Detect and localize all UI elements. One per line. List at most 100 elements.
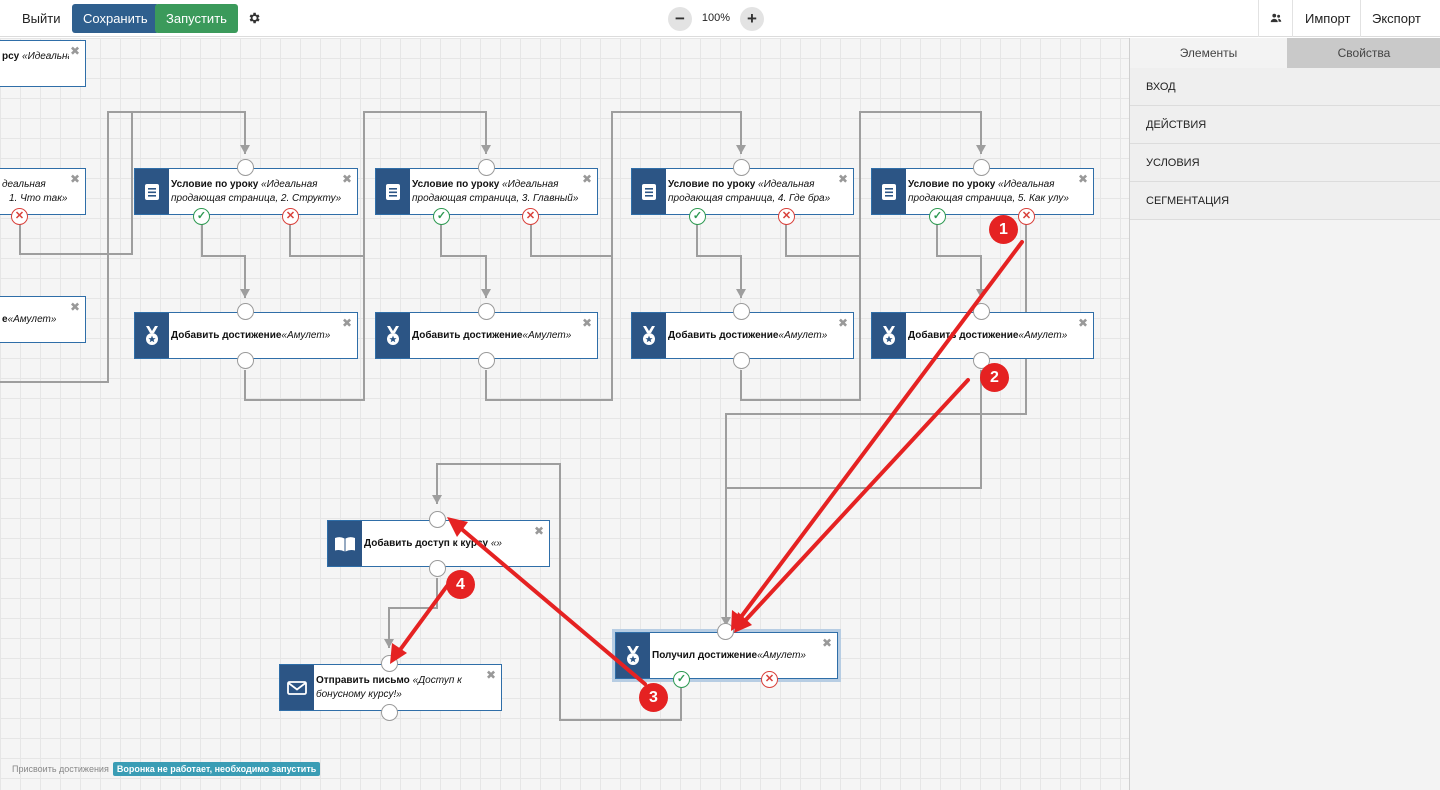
- node-detail: 1. Что так»: [9, 193, 68, 204]
- gear-icon: [249, 12, 260, 24]
- node-detail: «Амулет»: [281, 330, 331, 341]
- save-button[interactable]: Сохранить: [72, 4, 159, 33]
- envelope-icon: [280, 665, 314, 710]
- output-port[interactable]: [429, 560, 446, 577]
- tab-elements[interactable]: Элементы: [1130, 38, 1287, 68]
- node-detail: «Амулет»: [522, 330, 572, 341]
- section-entry[interactable]: ВХОД: [1130, 68, 1440, 106]
- yes-port-icon[interactable]: ✓: [193, 208, 210, 225]
- section-segmentation[interactable]: СЕГМЕНТАЦИЯ: [1130, 182, 1440, 220]
- node-detail: «Идеальная: [758, 179, 815, 190]
- node-title: Условие по уроку: [668, 179, 756, 190]
- no-port-icon[interactable]: ✕: [11, 208, 28, 225]
- zoom-level: 100%: [701, 12, 731, 24]
- input-port[interactable]: [733, 303, 750, 320]
- medal-icon: [632, 313, 666, 358]
- tab-properties[interactable]: Свойства: [1287, 38, 1440, 68]
- close-icon[interactable]: ✖: [69, 44, 80, 58]
- input-port[interactable]: [973, 159, 990, 176]
- annotation-badge-3: 3: [639, 683, 668, 712]
- elements-panel: Элементы Свойства ВХОД ДЕЙСТВИЯ УСЛОВИЯ …: [1129, 38, 1440, 790]
- zoom-out-button[interactable]: −: [668, 7, 692, 31]
- no-port-icon[interactable]: ✕: [282, 208, 299, 225]
- settings-button[interactable]: [238, 4, 270, 33]
- connection-lines: [0, 111, 1027, 721]
- toolbar-divider: [1360, 0, 1361, 37]
- node-detail: «Идеальная: [261, 179, 318, 190]
- no-port-icon[interactable]: ✕: [1018, 208, 1035, 225]
- node-detail: «Идеальная: [502, 179, 559, 190]
- close-icon[interactable]: ✖: [341, 172, 352, 186]
- close-icon[interactable]: ✖: [821, 636, 832, 650]
- output-port[interactable]: [733, 352, 750, 369]
- close-icon[interactable]: ✖: [69, 300, 80, 314]
- no-port-icon[interactable]: ✕: [522, 208, 539, 225]
- input-port[interactable]: [429, 511, 446, 528]
- zoom-in-button[interactable]: +: [740, 7, 764, 31]
- lesson-book-icon: [872, 169, 906, 214]
- yes-port-icon[interactable]: ✓: [433, 208, 450, 225]
- close-icon[interactable]: ✖: [1077, 172, 1088, 186]
- input-port[interactable]: [478, 159, 495, 176]
- section-conditions[interactable]: УСЛОВИЯ: [1130, 144, 1440, 182]
- input-port[interactable]: [381, 655, 398, 672]
- node-detail: продающая страница, 5. Как улу»: [908, 193, 1069, 204]
- output-port[interactable]: [237, 352, 254, 369]
- output-port[interactable]: [381, 704, 398, 721]
- toolbar-divider: [1258, 0, 1259, 37]
- status-badge: Воронка не работает, необходимо запустит…: [112, 762, 321, 776]
- output-port[interactable]: [478, 352, 495, 369]
- node-detail: «Идеальная: [998, 179, 1055, 190]
- input-port[interactable]: [237, 303, 254, 320]
- medal-icon: [135, 313, 169, 358]
- node-detail: деальная: [2, 179, 46, 190]
- node-detail: «Доступ к: [412, 675, 462, 686]
- close-icon[interactable]: ✖: [341, 316, 352, 330]
- close-icon[interactable]: ✖: [837, 316, 848, 330]
- node-title: Добавить достижение: [171, 330, 282, 341]
- users-button[interactable]: [1260, 4, 1292, 33]
- yes-port-icon[interactable]: ✓: [673, 671, 690, 688]
- section-actions[interactable]: ДЕЙСТВИЯ: [1130, 106, 1440, 144]
- run-button[interactable]: Запустить: [155, 4, 238, 33]
- node-detail: бонусному курсу!»: [316, 689, 402, 700]
- close-icon[interactable]: ✖: [1077, 316, 1088, 330]
- input-port[interactable]: [733, 159, 750, 176]
- partial-achievement-node[interactable]: е«Амулет» ✖: [0, 296, 86, 343]
- close-icon[interactable]: ✖: [69, 172, 80, 186]
- toolbar-divider: [1292, 0, 1293, 37]
- users-icon: [1270, 13, 1282, 23]
- node-title: Отправить письмо: [316, 675, 410, 686]
- annotation-badge-4: 4: [446, 570, 475, 599]
- funnel-status: Присвоить достижения Воронка не работает…: [12, 762, 321, 776]
- medal-icon: [616, 633, 650, 678]
- yes-port-icon[interactable]: ✓: [929, 208, 946, 225]
- exit-button[interactable]: Выйти: [11, 4, 72, 33]
- input-port[interactable]: [973, 303, 990, 320]
- lesson-condition-node[interactable]: Условие по уроку «Идеальная продающая ст…: [134, 168, 358, 215]
- input-port[interactable]: [237, 159, 254, 176]
- close-icon[interactable]: ✖: [837, 172, 848, 186]
- annotation-badge-2: 2: [980, 363, 1009, 392]
- funnel-canvas[interactable]: рсу «Идеальная ✖ деальная 1. Что так» ✖ …: [0, 38, 1129, 790]
- close-icon[interactable]: ✖: [533, 524, 544, 538]
- input-port[interactable]: [478, 303, 495, 320]
- open-book-icon: [328, 521, 362, 566]
- node-title: е: [2, 314, 8, 325]
- node-title: Добавить достижение: [668, 330, 779, 341]
- no-port-icon[interactable]: ✕: [778, 208, 795, 225]
- partial-course-node[interactable]: рсу «Идеальная ✖: [0, 40, 86, 87]
- node-title: Условие по уроку: [171, 179, 259, 190]
- export-button[interactable]: Экспорт: [1361, 4, 1432, 33]
- node-detail: «Амулет»: [757, 650, 806, 661]
- yes-port-icon[interactable]: ✓: [689, 208, 706, 225]
- close-icon[interactable]: ✖: [485, 668, 496, 682]
- close-icon[interactable]: ✖: [581, 316, 592, 330]
- partial-condition-node[interactable]: деальная 1. Что так» ✖: [0, 168, 86, 215]
- node-title: рсу: [2, 51, 20, 62]
- import-button[interactable]: Импорт: [1294, 4, 1362, 33]
- no-port-icon[interactable]: ✕: [761, 671, 778, 688]
- close-icon[interactable]: ✖: [581, 172, 592, 186]
- node-detail: «Амулет»: [7, 314, 57, 325]
- input-port[interactable]: [717, 623, 734, 640]
